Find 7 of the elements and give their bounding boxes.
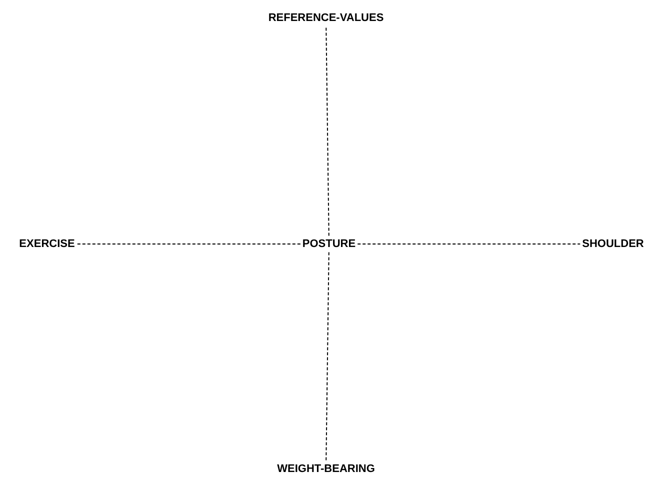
node-label: REFERENCE-VALUES	[266, 10, 386, 26]
dashed-connector	[326, 26, 330, 236]
node-label: EXERCISE	[17, 236, 77, 252]
dashed-connector	[326, 252, 330, 462]
node-label: SHOULDER	[580, 236, 646, 252]
node-label: POSTURE	[300, 236, 358, 252]
node-label: WEIGHT-BEARING	[275, 460, 377, 477]
